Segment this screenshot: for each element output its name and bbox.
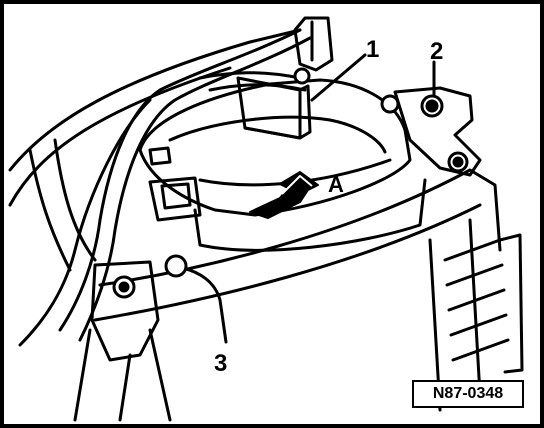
leader-line-3 — [180, 266, 228, 344]
reference-code-box: N87-0348 — [412, 380, 524, 408]
left-support — [118, 353, 132, 422]
side-connector-detail — [160, 182, 192, 210]
technical-illustration — [8, 16, 524, 422]
bolt — [293, 67, 311, 85]
frame-rail — [53, 138, 97, 262]
callout-label-1: 1 — [366, 36, 380, 63]
lower-housing — [193, 178, 427, 252]
actuator-plug-face — [243, 84, 312, 140]
vent-slat — [447, 288, 506, 312]
callout-label-2: 2 — [430, 38, 444, 65]
cable — [198, 71, 302, 80]
left-support — [73, 328, 92, 422]
left-clamp — [90, 260, 160, 362]
arrow-label-a: A — [328, 172, 344, 197]
bolt-center — [425, 99, 439, 113]
mounting-bracket — [393, 86, 482, 177]
bolt-center — [118, 281, 130, 293]
side-connector — [148, 176, 202, 222]
cable — [18, 98, 152, 347]
direction-arrow — [249, 171, 319, 219]
duct-body — [93, 203, 482, 322]
outer-frame-line — [8, 66, 232, 207]
bolt — [380, 94, 400, 114]
bolt-center — [452, 156, 464, 168]
actuator-top-plate — [168, 115, 387, 154]
vent-slat — [449, 313, 508, 337]
bolt — [164, 254, 188, 278]
frame-rail — [28, 148, 72, 272]
vent-slat — [451, 338, 510, 362]
leader-line-1 — [310, 53, 367, 102]
outer-frame-line — [8, 28, 302, 172]
duct-body — [148, 328, 172, 422]
side-clip — [148, 146, 172, 166]
duct-body — [98, 168, 502, 287]
actuator-housing — [138, 78, 412, 217]
callout-label-3: 3 — [214, 350, 228, 377]
cable — [78, 36, 312, 342]
vent-slat — [445, 263, 504, 287]
vent-edge — [498, 233, 524, 374]
top-connector — [293, 16, 334, 72]
vent-slat — [443, 238, 502, 262]
